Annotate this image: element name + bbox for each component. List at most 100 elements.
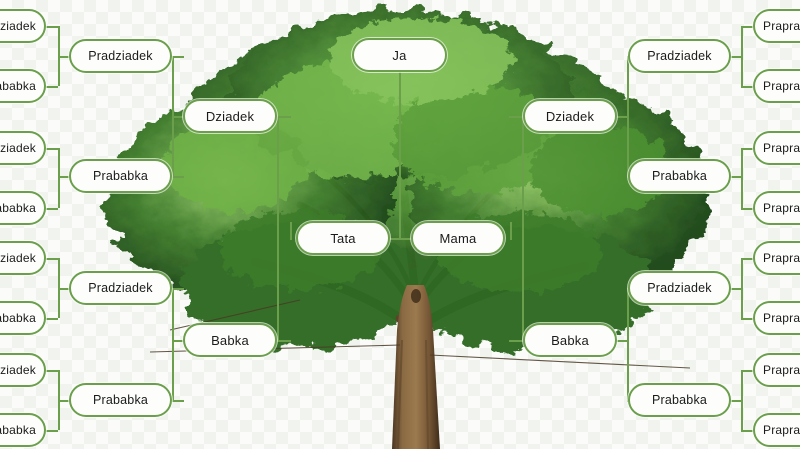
connector-left-grandparents-bracket (277, 116, 279, 341)
connector-left-ggg-stub-2b (46, 208, 58, 210)
connector-right-ggg-feed-3 (729, 288, 741, 290)
node-great-grandfather-left-2[interactable]: Pradziadek (69, 271, 172, 305)
tree-trunk (392, 285, 440, 449)
connector-right-grandmother-feed (609, 340, 627, 342)
node-great-great-grandfather-right-2-label: Prapradziadek (763, 141, 800, 155)
node-great-great-grandmother-right-3[interactable]: Praprababka (753, 301, 800, 335)
node-father-label: Tata (330, 230, 356, 246)
connector-right-ggg-stub-2a (741, 148, 753, 150)
connector-right-ggg-bracket-2 (741, 148, 743, 208)
connector-left-father-drop (290, 222, 292, 240)
node-grandmother-maternal-label: Babka (551, 332, 589, 348)
node-great-grandfather-right-1-label: Pradziadek (647, 49, 712, 63)
connector-right-ggg-stub-1b (741, 86, 753, 88)
connector-right-ggg-bracket-1 (741, 26, 743, 86)
node-great-grandfather-left-1-label: Pradziadek (88, 49, 153, 63)
node-self-label: Ja (392, 47, 407, 63)
node-great-grandmother-left-1[interactable]: Prababka (69, 159, 172, 193)
connector-right-ggg-bracket-3 (741, 258, 743, 318)
node-great-great-grandfather-right-3[interactable]: Prapradziadek (753, 241, 800, 275)
node-great-great-grandmother-right-4[interactable]: Praprababka (753, 413, 800, 447)
node-great-great-grandmother-left-4[interactable]: Praprababka (0, 413, 46, 447)
connector-right-ggg-stub-4b (741, 430, 753, 432)
connector-right-grandparents-bracket (522, 116, 524, 341)
node-grandfather-maternal-label: Dziadek (545, 108, 595, 124)
node-great-grandmother-left-2[interactable]: Prababka (69, 383, 172, 417)
node-great-great-grandfather-left-1-label: Prapradziadek (0, 19, 36, 33)
connector-left-ggg-stub-2a (46, 148, 58, 150)
node-great-grandfather-right-2[interactable]: Pradziadek (628, 271, 731, 305)
node-great-great-grandfather-left-4[interactable]: Prapradziadek (0, 353, 46, 387)
connector-left-gg1-stub (172, 56, 184, 58)
tree-branches (250, 106, 590, 335)
node-great-great-grandmother-left-3-label: Praprababka (0, 311, 36, 325)
node-great-great-grandfather-left-1[interactable]: Prapradziadek (0, 9, 46, 43)
connector-right-grandfather-stub (509, 116, 523, 118)
connector-left-ggg-stub-1b (46, 86, 58, 88)
connector-left-grandfather-feed (172, 116, 190, 118)
connector-left-grandmother-feed (172, 340, 190, 342)
node-great-great-grandmother-left-1[interactable]: Praprababka (0, 69, 46, 103)
node-grandfather-paternal-label: Dziadek (205, 108, 255, 124)
node-great-grandmother-right-2[interactable]: Prababka (628, 383, 731, 417)
connector-left-gg2-stub (172, 176, 184, 178)
node-great-great-grandfather-right-2[interactable]: Prapradziadek (753, 131, 800, 165)
node-great-great-grandmother-left-2-label: Praprababka (0, 201, 36, 215)
node-mother[interactable]: Mama (411, 221, 505, 255)
connector-right-upper-greatgrand-bracket (627, 56, 629, 176)
node-great-great-grandmother-right-1[interactable]: Praprababka (753, 69, 800, 103)
connector-right-ggg-stub-3b (741, 318, 753, 320)
node-great-great-grandmother-right-1-label: Praprababka (763, 79, 800, 93)
node-great-great-grandfather-right-3-label: Prapradziadek (763, 251, 800, 265)
node-great-great-grandfather-left-2[interactable]: Prapradziadek (0, 131, 46, 165)
connector-left-ggg-stub-4b (46, 430, 58, 432)
node-great-grandmother-left-2-label: Prababka (92, 393, 149, 407)
node-great-grandfather-left-2-label: Pradziadek (88, 281, 153, 295)
connector-parents-bar (343, 238, 458, 240)
node-mother-label: Mama (439, 230, 477, 246)
connector-right-ggg-bracket-4 (741, 370, 743, 430)
node-great-grandfather-left-1[interactable]: Pradziadek (69, 39, 172, 73)
connector-right-ggg-stub-4a (741, 370, 753, 372)
node-great-grandmother-left-1-label: Prababka (92, 169, 149, 183)
node-grandmother-paternal-label: Babka (211, 332, 249, 348)
node-great-great-grandmother-left-3[interactable]: Praprababka (0, 301, 46, 335)
connector-right-ggg-stub-1a (741, 26, 753, 28)
connector-left-ggg-stub-1a (46, 26, 58, 28)
connector-left-ggg-feed-2 (58, 176, 70, 178)
node-great-great-grandmother-right-2[interactable]: Praprababka (753, 191, 800, 225)
node-great-great-grandmother-right-2-label: Praprababka (763, 201, 800, 215)
node-great-great-grandfather-right-4-label: Prapradziadek (763, 363, 800, 377)
connector-right-grandmother-stub (509, 340, 523, 342)
node-father[interactable]: Tata (296, 221, 390, 255)
node-grandmother-maternal[interactable]: Babka (523, 323, 617, 357)
node-great-great-grandfather-right-1[interactable]: Prapradziadek (753, 9, 800, 43)
node-great-great-grandfather-left-4-label: Prapradziadek (0, 363, 36, 377)
connector-right-lower-greatgrand-bracket (627, 288, 629, 400)
connector-left-gg4-stub (172, 400, 184, 402)
node-grandfather-maternal[interactable]: Dziadek (523, 99, 617, 133)
node-self[interactable]: Ja (352, 38, 447, 72)
node-great-great-grandmother-right-4-label: Praprababka (763, 423, 800, 437)
connector-right-ggg-feed-2 (729, 176, 741, 178)
node-great-grandmother-right-1[interactable]: Prababka (628, 159, 731, 193)
connector-left-ggg-feed-4 (58, 400, 70, 402)
node-great-great-grandmother-left-4-label: Praprababka (0, 423, 36, 437)
connector-right-ggg-feed-1 (729, 56, 741, 58)
node-great-great-grandmother-left-1-label: Praprababka (0, 79, 36, 93)
node-great-great-grandfather-left-3[interactable]: Prapradziadek (0, 241, 46, 275)
node-grandmother-paternal[interactable]: Babka (183, 323, 277, 357)
node-great-grandmother-right-2-label: Prababka (651, 393, 708, 407)
node-grandfather-paternal[interactable]: Dziadek (183, 99, 277, 133)
node-great-grandfather-right-2-label: Pradziadek (647, 281, 712, 295)
node-great-great-grandfather-left-2-label: Prapradziadek (0, 141, 36, 155)
node-great-great-grandfather-left-3-label: Prapradziadek (0, 251, 36, 265)
node-great-grandfather-right-1[interactable]: Pradziadek (628, 39, 731, 73)
connector-right-grandfather-feed (609, 116, 627, 118)
connector-left-ggg-stub-3a (46, 258, 58, 260)
connector-right-ggg-stub-2b (741, 208, 753, 210)
node-great-great-grandmother-left-2[interactable]: Praprababka (0, 191, 46, 225)
connector-left-grandmother-stub (277, 340, 291, 342)
node-great-great-grandfather-right-4[interactable]: Prapradziadek (753, 353, 800, 387)
